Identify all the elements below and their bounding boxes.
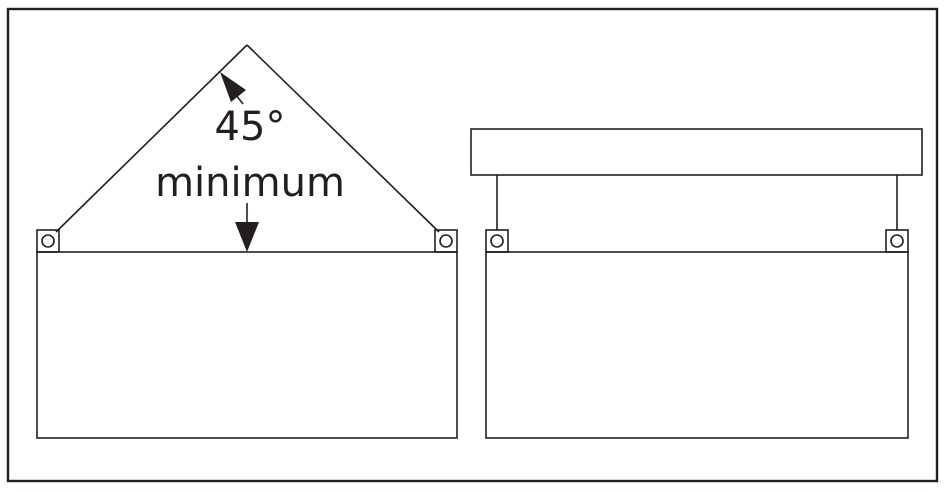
ceiling-mount-bar <box>470 128 923 176</box>
mounting-eyelet-right-a <box>485 229 509 253</box>
sign-panel-right <box>485 251 909 439</box>
right-sign-assembly <box>470 128 923 439</box>
mounting-eyelet-left-b <box>434 229 458 253</box>
mounting-eyelet-right-b <box>885 229 909 253</box>
outer-frame <box>6 7 939 483</box>
left-sign-assembly: 45° minimum <box>36 44 458 439</box>
angle-arrow-up <box>220 72 246 105</box>
angle-arrow-down <box>235 203 259 252</box>
mounting-eyelet-left-a <box>36 229 60 253</box>
chain-left-leg <box>55 44 248 233</box>
chain-right-leg <box>246 44 440 233</box>
minimum-label: minimum <box>155 160 345 206</box>
angle-label: 45° <box>215 104 286 150</box>
sign-panel-left <box>36 251 458 439</box>
